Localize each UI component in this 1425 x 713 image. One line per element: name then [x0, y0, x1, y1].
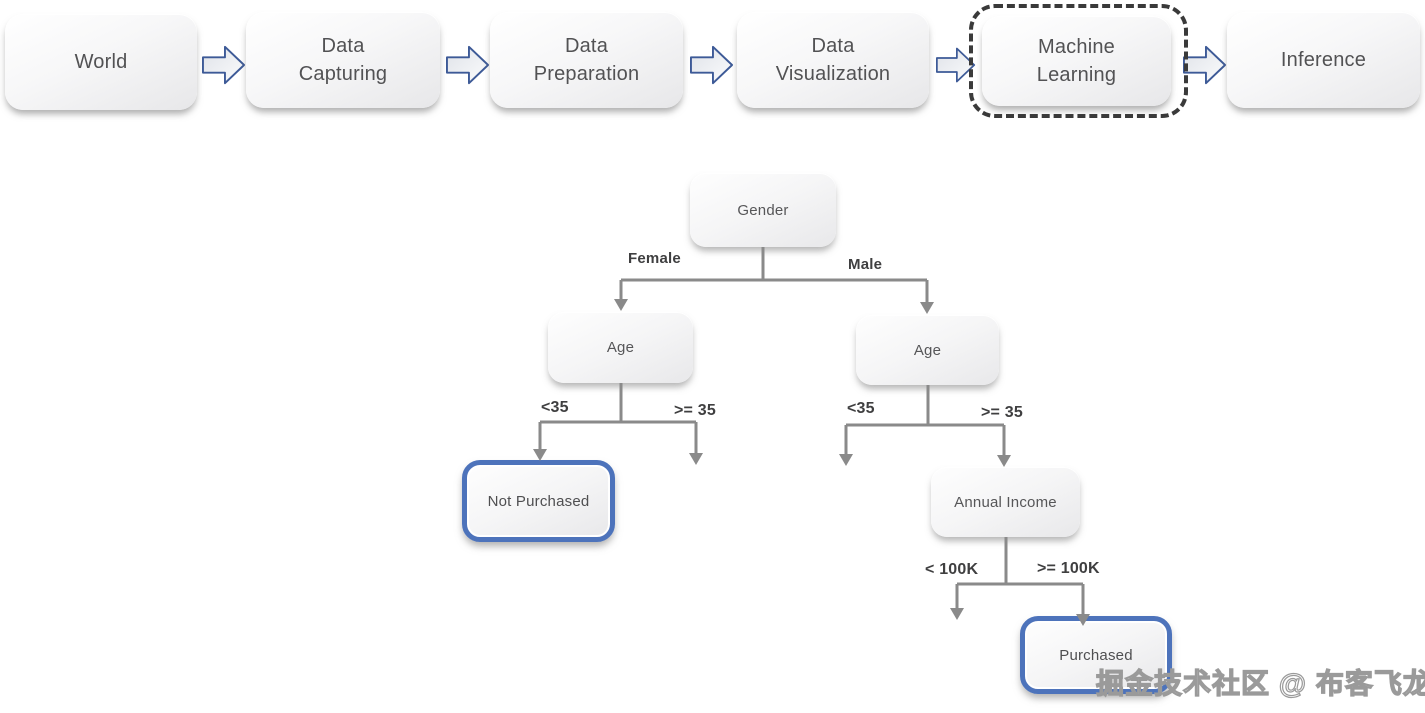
pipeline-step-data-capturing: Data Capturing — [246, 12, 440, 108]
edge-label-left-35-or-over: >= 35 — [674, 402, 716, 419]
edge-label-right-under-35: <35 — [847, 400, 875, 417]
flow-arrow-icon — [446, 45, 490, 85]
tree-node-label: Age — [606, 339, 635, 356]
tree-node-gender: Gender — [690, 173, 836, 247]
edge-label-female: Female — [628, 250, 681, 267]
flow-arrow-icon — [936, 47, 976, 83]
edge-label-left-under-35: <35 — [541, 399, 569, 416]
pipeline-step-data-visualization: Data Visualization — [737, 12, 929, 108]
edge-label-right-35-or-over: >= 35 — [981, 404, 1023, 421]
pipeline-step-label: Data Preparation — [533, 35, 640, 85]
pipeline-step-label: Data Visualization — [775, 35, 891, 85]
tree-node-age-left: Age — [548, 312, 693, 383]
tree-node-label: Not Purchased — [487, 492, 590, 510]
tree-node-age-right: Age — [856, 315, 999, 385]
edge-label-under-100k: < 100K — [925, 561, 979, 578]
pipeline-step-label: World — [74, 51, 128, 73]
pipeline-step-data-preparation: Data Preparation — [490, 12, 683, 108]
pipeline-step-world: World — [5, 14, 197, 110]
pipeline-step-label: Machine Learning — [1036, 36, 1117, 86]
tree-node-label: Gender — [737, 201, 789, 219]
flow-arrow-icon — [690, 45, 734, 85]
pipeline-step-label: Inference — [1280, 49, 1367, 71]
pipeline-step-machine-learning: Machine Learning — [982, 16, 1171, 106]
tree-node-annual-income: Annual Income — [931, 467, 1080, 537]
edge-label-over-100k: >= 100K — [1037, 560, 1100, 577]
flow-arrow-icon — [1183, 45, 1227, 85]
flow-arrow-icon — [202, 45, 246, 85]
tree-leaf-not-purchased: Not Purchased — [462, 460, 615, 542]
pipeline-step-label: Data Capturing — [298, 35, 388, 85]
machine-learning-highlight-outline: Machine Learning — [969, 4, 1188, 118]
tree-node-label: Purchased — [1059, 646, 1133, 664]
edge-label-male: Male — [848, 256, 883, 273]
tree-leaf-purchased: Purchased — [1020, 616, 1172, 694]
tree-node-label: Age — [913, 341, 942, 359]
tree-node-label: Annual Income — [954, 493, 1057, 511]
watermark-text: 掘金技术社区 @ 布客飞龙 — [1095, 667, 1425, 699]
pipeline-step-inference: Inference — [1227, 12, 1420, 108]
